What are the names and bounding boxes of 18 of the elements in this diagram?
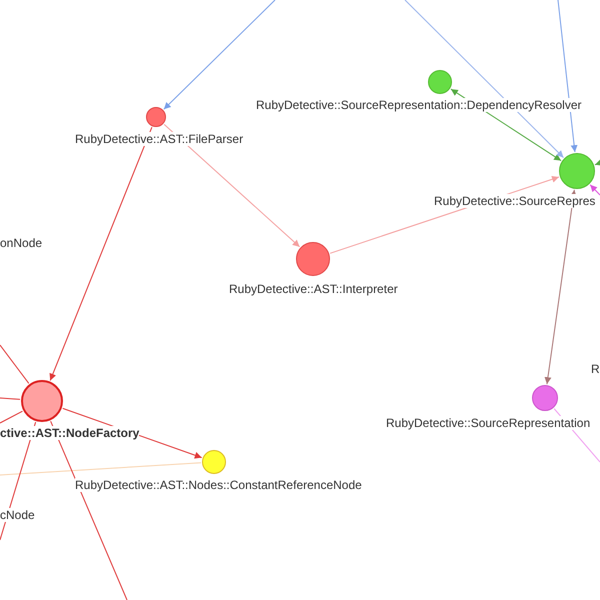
node-label: RubyDetective::AST::Nodes::ConstantReferenceNode [75, 478, 362, 492]
node-label: onNode [0, 236, 42, 250]
connector-arrow [404, 0, 564, 158]
connector-arrow [544, 189, 577, 385]
node-label: RubyDetective::AST::Interpreter [229, 282, 398, 296]
node-label: RubyDetective::SourceRepresentation::DependencyResolver [256, 98, 582, 112]
node-label: R [591, 362, 600, 376]
node-label: cNode [0, 508, 35, 522]
connector-arrow [50, 126, 152, 382]
connector-arrow [594, 159, 600, 166]
connector-arrow [558, 0, 578, 153]
node-label: RubyDetective::AST::FileParser [75, 132, 244, 146]
node-label: RubyDetective::SourceRepresentation [386, 416, 590, 430]
connector-arrow [163, 0, 276, 110]
connector-arrow [164, 124, 300, 248]
connector-arrow [590, 184, 600, 196]
node-label: RubyDetective::SourceRepres [434, 194, 596, 208]
node-label: ctive::AST::NodeFactory [0, 426, 140, 440]
